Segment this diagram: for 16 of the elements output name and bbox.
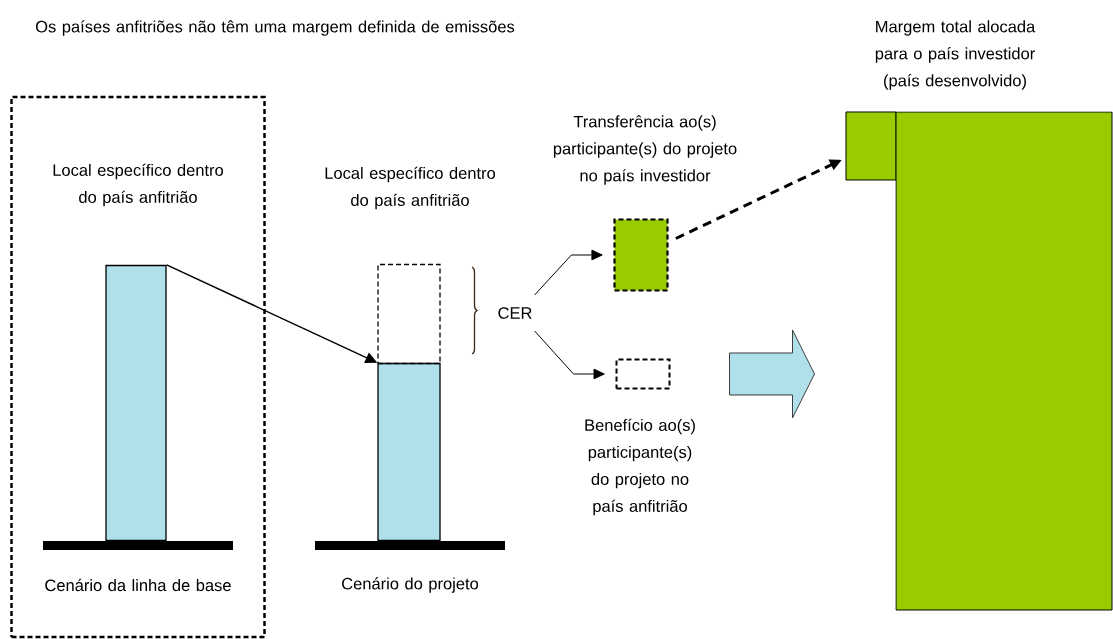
caption-text: Local específico dentro do país anfitrião — [325, 166, 496, 210]
caption-text: Benefício ao(s) participante(s) do projeto no país anfitrião — [585, 418, 695, 516]
arrow — [534, 330, 605, 380]
caption-text: Transferência ao(s) participante(s) do projeto no país investidor — [553, 115, 737, 185]
caption-text: Local específico dentro do país anfitrião — [53, 163, 224, 207]
arrow — [534, 249, 603, 296]
emission-bar — [377, 362, 441, 542]
block — [377, 263, 441, 365]
title: Os países anfitriões não têm uma margem definida de emissões — [36, 20, 515, 36]
caption-text: Cenário da linha de base — [45, 578, 231, 592]
caption-text: Cenário do projeto — [342, 577, 479, 593]
cer-label: CER — [498, 307, 532, 319]
emission-bar — [105, 264, 167, 542]
caption-text: Margem total alocada para o país investidor (país desenvolvido) — [875, 20, 1036, 90]
block — [845, 111, 897, 181]
block-arrow — [729, 329, 815, 419]
